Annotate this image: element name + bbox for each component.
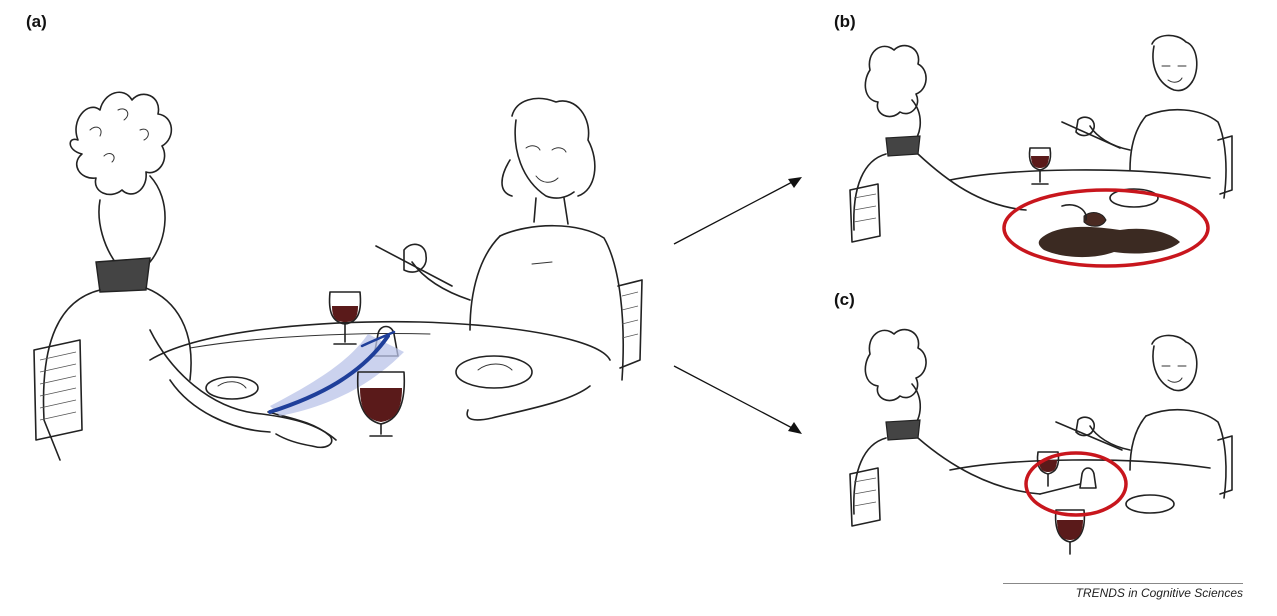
reach-trajectory-alt (360, 330, 396, 348)
scene-b-spill-outcome (849, 34, 1233, 268)
scene-a-dinner-reach (33, 91, 643, 461)
source-credit: TRENDS in Cognitive Sciences (1075, 586, 1243, 600)
highlight-circle-spill (1002, 188, 1210, 268)
arrow-to-c (673, 365, 802, 434)
woman-figure (375, 97, 643, 421)
reach-trajectory (268, 334, 390, 414)
wine-glass-near (356, 371, 406, 437)
panel-label-a: (a) (26, 12, 47, 31)
wine-glass-far (328, 291, 362, 345)
panel-label-b: (b) (834, 12, 856, 31)
scene-c-avoidance-outcome (849, 328, 1233, 555)
credit-divider (1003, 583, 1243, 584)
panel-label-c: (c) (834, 290, 855, 309)
wine-spill (1038, 226, 1180, 258)
arrow-to-b (673, 177, 802, 245)
man-figure (33, 91, 337, 461)
highlight-circle-avoidance (1024, 451, 1128, 517)
